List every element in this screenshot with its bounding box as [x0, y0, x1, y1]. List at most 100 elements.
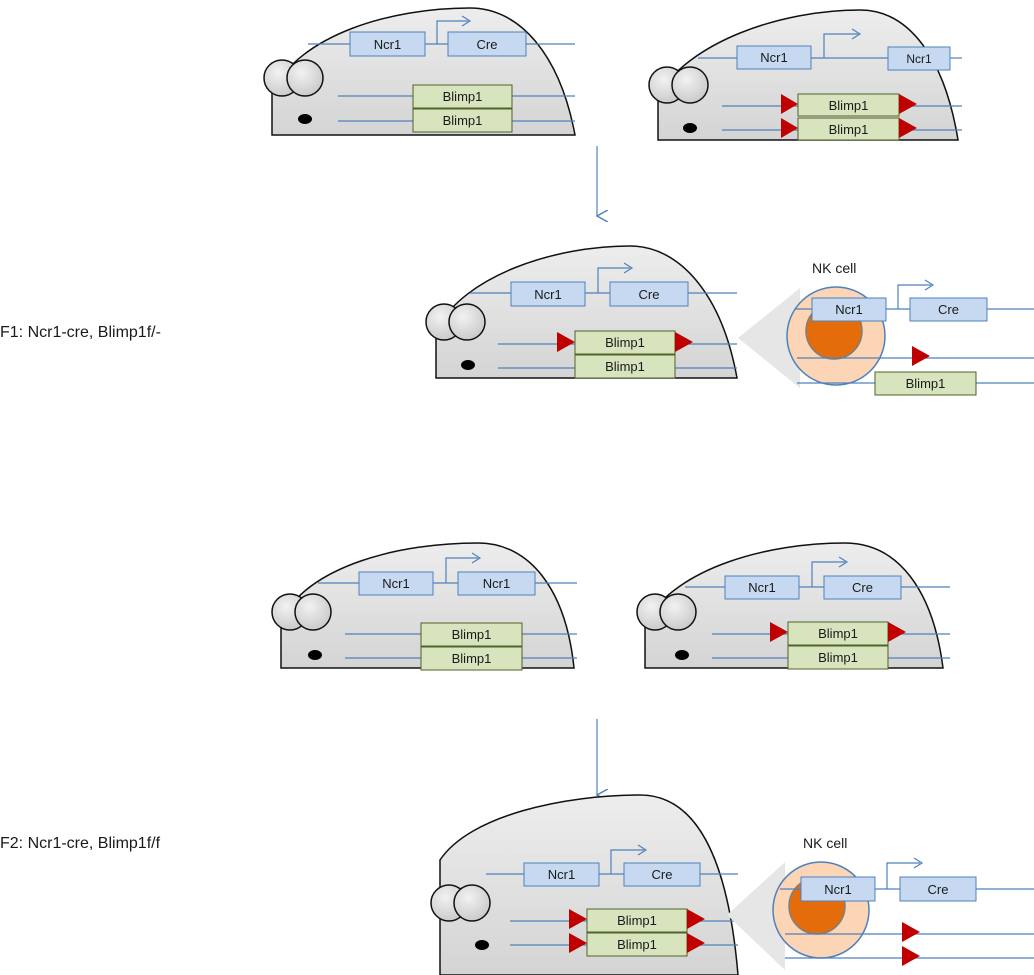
- gene-blimp1-label: Blimp1: [443, 113, 483, 128]
- mouse-parent-1b: Ncr1 Ncr1 Blimp1 Blimp1: [648, 9, 962, 141]
- gene-blimp1: [874, 371, 977, 396]
- gene-ncr1: [358, 571, 434, 596]
- gene-ncr1: [887, 46, 951, 71]
- mouse-ear-front: [448, 303, 486, 341]
- loxp-site: [781, 118, 798, 138]
- gene-blimp1-label: Blimp1: [617, 937, 657, 952]
- mouse-parent-2a: Ncr1 Ncr1 Blimp1 Blimp1: [271, 542, 577, 671]
- loxp-site: [888, 622, 906, 642]
- loxp-site: [781, 94, 798, 114]
- gene-blimp1: [420, 646, 523, 671]
- gene-blimp1-label: Blimp1: [443, 89, 483, 104]
- mouse-ear-front: [671, 66, 709, 104]
- f1-label: F1: Ncr1-cre, Blimp1f/-: [0, 324, 161, 341]
- gene-cre: [609, 281, 689, 307]
- loxp-site: [902, 946, 920, 966]
- promoter-arrow: [436, 20, 468, 44]
- loxp-site: [770, 622, 788, 642]
- zoom-wedge: [738, 288, 800, 388]
- nk-cell-zoom-f2: NK cell Ncr1 Cre: [727, 835, 1034, 970]
- loxp-site: [899, 118, 917, 138]
- gene-cre: [447, 31, 527, 57]
- promoter-arrow: [610, 849, 644, 874]
- loxp-site: [557, 332, 575, 352]
- gene-blimp1-label: Blimp1: [605, 335, 645, 350]
- loxp-site: [902, 922, 920, 942]
- mouse-ear-front: [659, 593, 697, 631]
- gene-ncr1: [349, 31, 426, 57]
- nk-cell-label: NK cell: [812, 260, 856, 276]
- gene-blimp1-label: Blimp1: [818, 650, 858, 665]
- promoter-arrow: [445, 557, 478, 583]
- gene-ncr1-label: Ncr1: [382, 576, 409, 591]
- gene-ncr1-label: Ncr1: [483, 576, 510, 591]
- promoter-arrow: [597, 267, 630, 293]
- gene-ncr1: [800, 876, 876, 902]
- zoom-wedge: [727, 862, 785, 970]
- gene-ncr1: [457, 571, 536, 596]
- mouse-eye: [308, 650, 322, 660]
- mouse-ear-front: [294, 593, 332, 631]
- mouse-f2: Ncr1 Cre Blimp1 Blimp1: [430, 794, 739, 975]
- gene-ncr1: [510, 281, 586, 307]
- promoter-arrow: [823, 33, 858, 58]
- nk-cell-label: NK cell: [803, 835, 847, 851]
- gene-ncr1-label: Ncr1: [548, 867, 575, 882]
- gene-cre-label: Cre: [938, 302, 959, 317]
- gene-ncr1-label: Ncr1: [824, 882, 851, 897]
- gene-blimp1-label: Blimp1: [452, 651, 492, 666]
- promoter-arrow: [886, 862, 920, 889]
- gene-blimp1: [420, 622, 523, 647]
- gene-cre: [823, 575, 902, 600]
- gene-ncr1-label: Ncr1: [906, 52, 932, 66]
- gene-ncr1-label: Ncr1: [760, 50, 787, 65]
- gene-blimp1: [412, 84, 513, 109]
- loxp-site: [569, 909, 587, 929]
- gene-ncr1-label: Ncr1: [835, 302, 862, 317]
- gene-blimp1: [574, 354, 676, 379]
- gene-cre: [909, 297, 988, 322]
- nk-cell-zoom-f1: NK cell Ncr1 Cre Blimp1: [738, 260, 1034, 396]
- loxp-site: [569, 933, 587, 953]
- gene-ncr1: [736, 45, 812, 70]
- gene-cre-label: Cre: [852, 580, 873, 595]
- gene-cre: [623, 862, 701, 887]
- gene-cre-label: Cre: [639, 287, 660, 302]
- f2-label: F2: Ncr1-cre, Blimp1f/f: [0, 835, 161, 852]
- gene-blimp1-label: Blimp1: [452, 627, 492, 642]
- gene-ncr1: [523, 862, 600, 887]
- gene-blimp1-label: Blimp1: [829, 122, 869, 137]
- mouse-eye: [475, 940, 489, 950]
- mouse-ear-front: [286, 59, 324, 97]
- mouse-eye: [675, 650, 689, 660]
- mouse-eye: [461, 360, 475, 370]
- gene-blimp1-label: Blimp1: [818, 626, 858, 641]
- gene-ncr1-label: Ncr1: [748, 580, 775, 595]
- mouse-f1: Ncr1 Cre Blimp1 Blimp1: [425, 245, 738, 379]
- gene-ncr1: [724, 575, 800, 600]
- gene-blimp1-label: Blimp1: [605, 359, 645, 374]
- gene-ncr1: [811, 297, 887, 322]
- gene-cre-label: Cre: [652, 867, 673, 882]
- mouse-parent-2b: Ncr1 Cre Blimp1 Blimp1: [636, 542, 950, 670]
- gene-ncr1-label: Ncr1: [374, 37, 401, 52]
- gene-cre: [899, 876, 977, 902]
- gene-blimp1-label: Blimp1: [829, 98, 869, 113]
- mouse-ear-front: [453, 884, 491, 922]
- gene-cre-label: Cre: [928, 882, 949, 897]
- loxp-site: [899, 94, 917, 114]
- gene-blimp1-label: Blimp1: [617, 913, 657, 928]
- promoter-arrow: [811, 561, 845, 587]
- gene-cre-label: Cre: [477, 37, 498, 52]
- loxp-site: [687, 909, 705, 929]
- promoter-arrow: [897, 284, 931, 309]
- gene-blimp1: [412, 108, 513, 133]
- gene-blimp1: [787, 645, 889, 670]
- gene-blimp1-label: Blimp1: [906, 376, 946, 391]
- gene-ncr1-label: Ncr1: [534, 287, 561, 302]
- loxp-site: [912, 346, 930, 366]
- loxp-site: [675, 332, 693, 352]
- mouse-parent-1a: Ncr1 Cre Blimp1 Blimp1: [263, 7, 576, 136]
- loxp-site: [687, 933, 705, 953]
- mouse-eye: [683, 123, 697, 133]
